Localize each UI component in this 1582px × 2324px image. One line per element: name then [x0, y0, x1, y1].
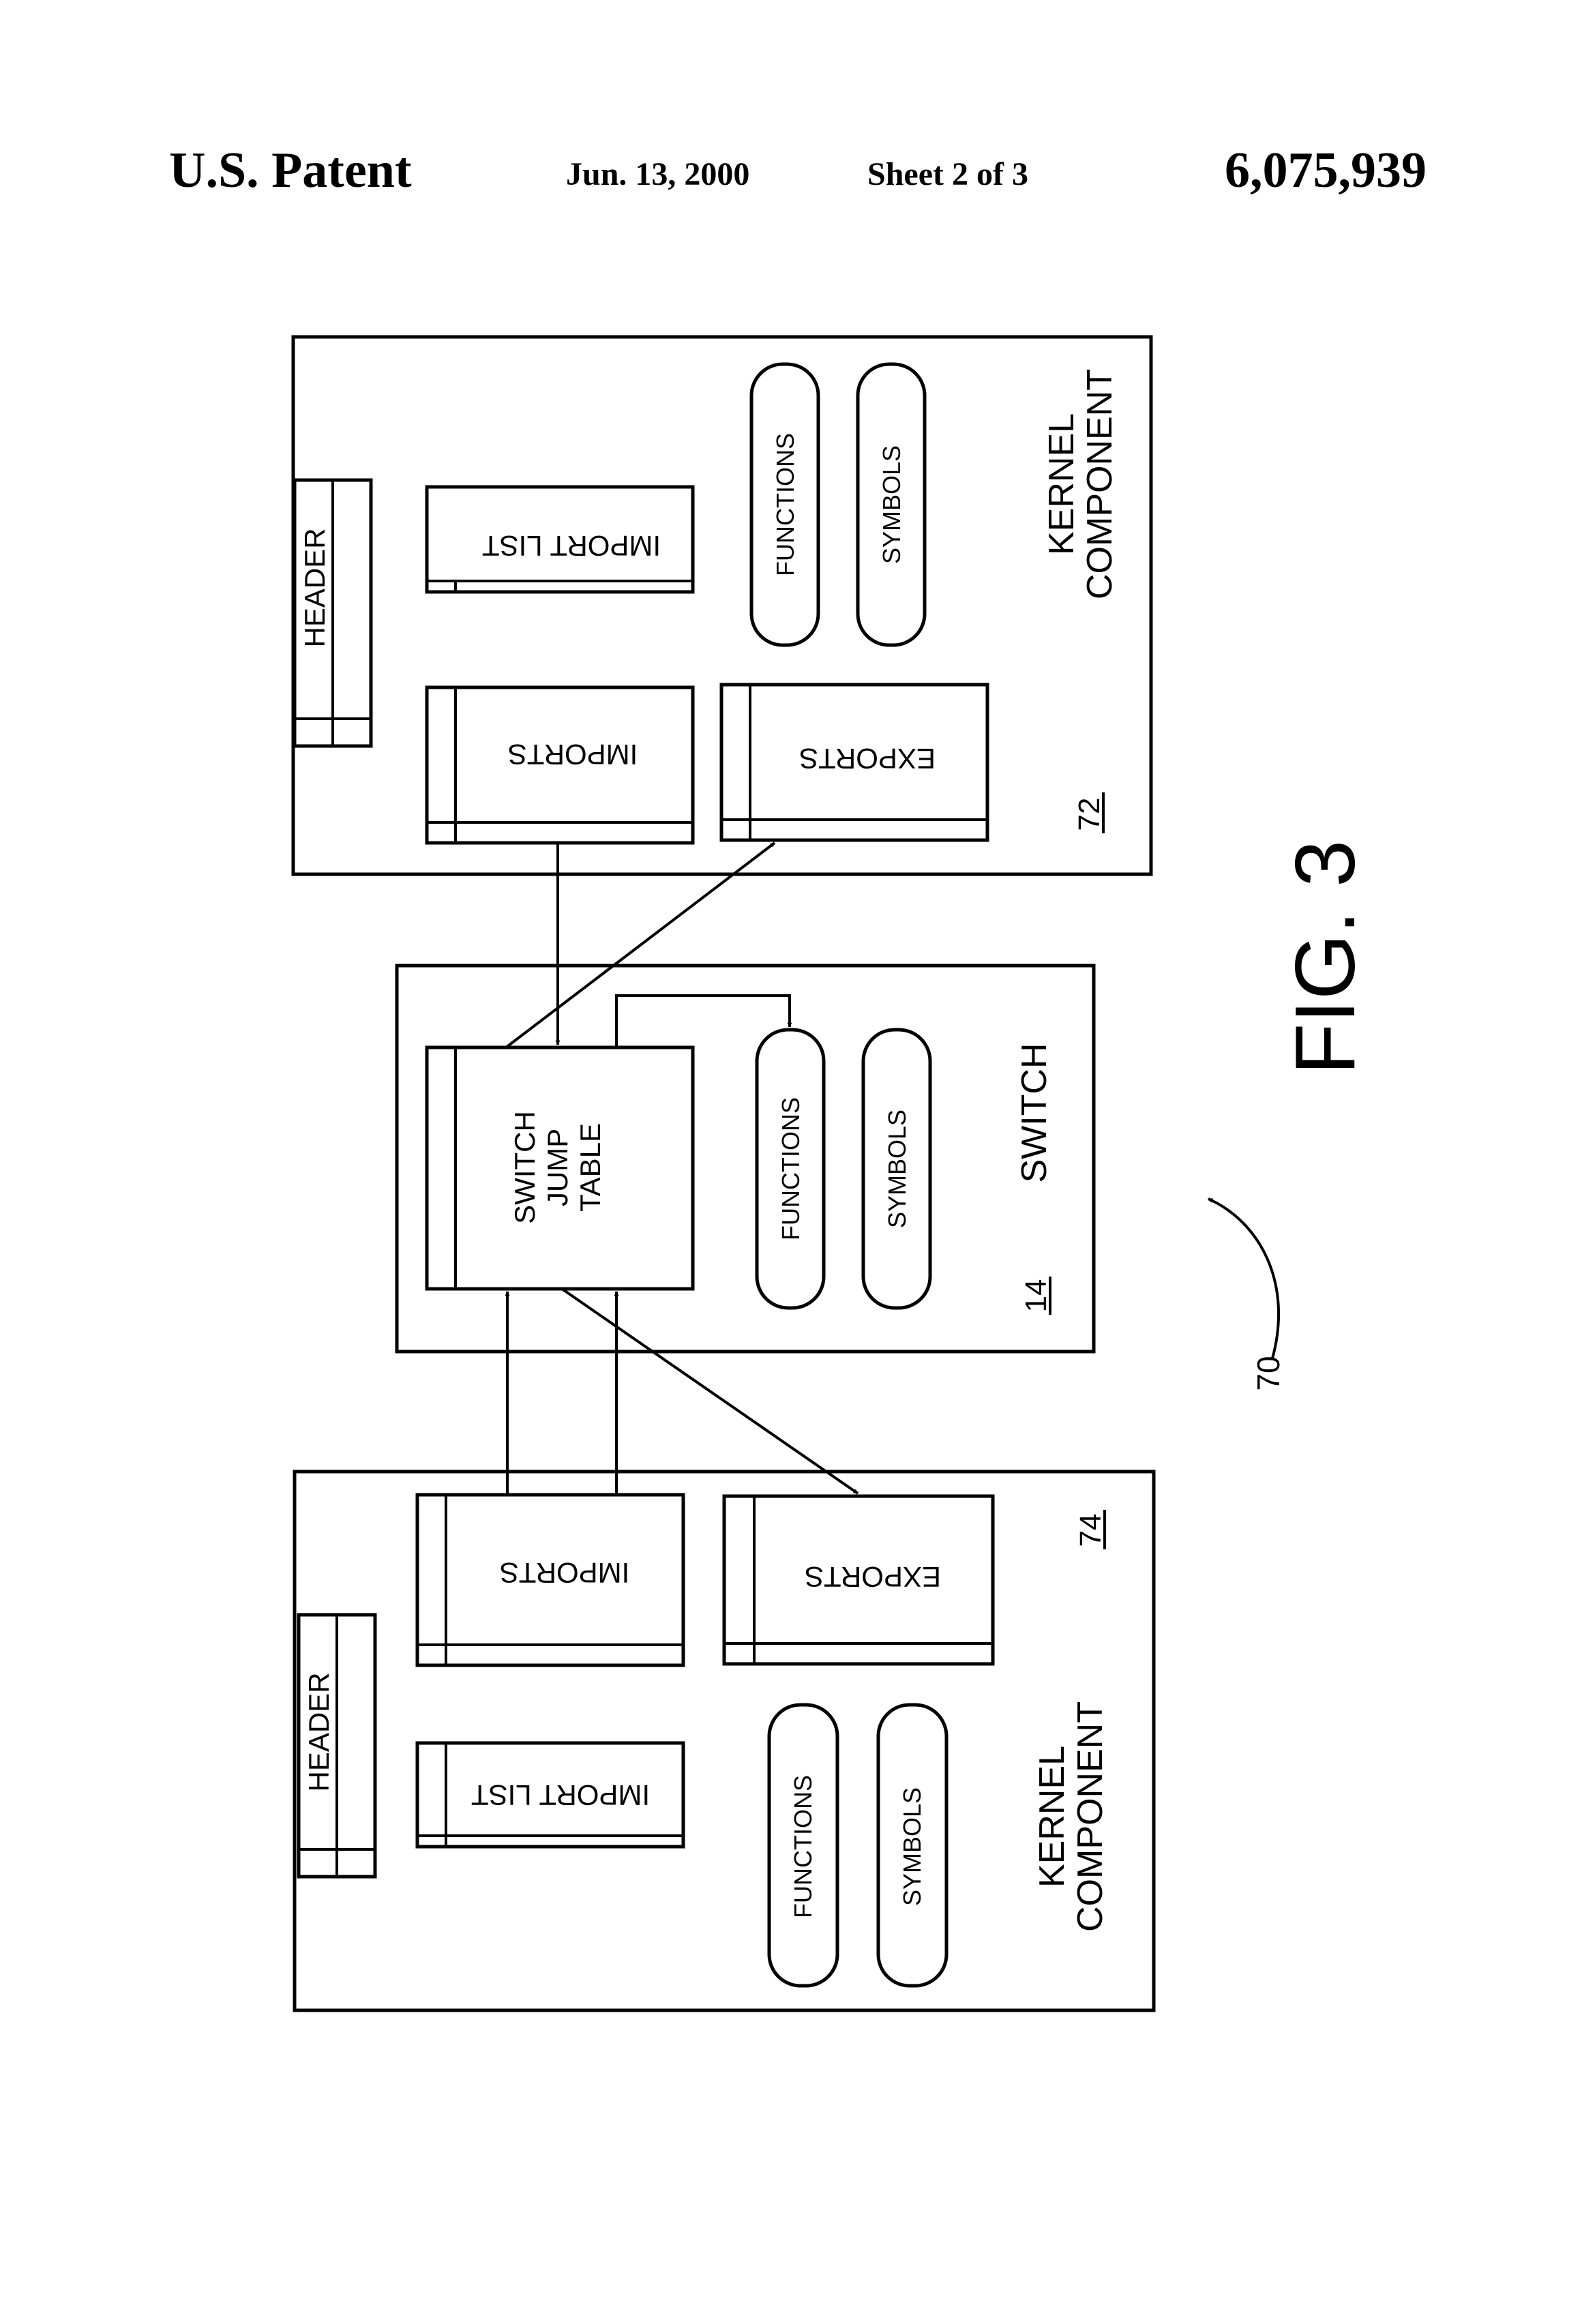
kernel-top-ref-number: 72 [1073, 798, 1106, 831]
figure-ref-number: 70 [1251, 1356, 1286, 1390]
kernel-component-bottom: IMPORTS EXPORTS HEADER IMPORT LIST FUNCT… [295, 1472, 1154, 2010]
kernel-bottom-label-line2: COMPONENT [1071, 1701, 1110, 1932]
kernel-bottom-header-block: HEADER [299, 1615, 375, 1877]
kernel-bottom-exports-block: EXPORTS [724, 1496, 993, 1664]
switch-jump-table-block: SWITCH JUMP TABLE [427, 1047, 693, 1289]
switch-functions-label: FUNCTIONS [777, 1097, 805, 1240]
figure-label: FIG. 3 [1279, 840, 1373, 1075]
kernel-top-header-label: HEADER [299, 528, 331, 647]
kernel-top-import-list-block: IMPORT LIST [427, 487, 693, 592]
kernel-bottom-header-label: HEADER [303, 1672, 335, 1791]
kernel-bottom-label-line1: KERNEL [1032, 1746, 1072, 1888]
kernel-top-functions-label: FUNCTIONS [771, 433, 799, 576]
kernel-bottom-functions-label: FUNCTIONS [789, 1775, 817, 1918]
kernel-component-top: HEADER IMPORT LIST IMPORTS EXPORTS FUNCT… [293, 337, 1151, 874]
kernel-top-header-block: HEADER [295, 480, 371, 746]
switch-ref-number: 14 [1019, 1279, 1053, 1313]
kernel-top-import-list-label: IMPORT LIST [482, 530, 661, 562]
kernel-top-label-line2: COMPONENT [1080, 369, 1120, 599]
kernel-top-label-line1: KERNEL [1042, 413, 1081, 555]
kernel-bottom-imports-label: IMPORTS [500, 1557, 630, 1589]
kernel-top-imports-block: IMPORTS [427, 687, 693, 843]
switch-label: SWITCH [1015, 1043, 1054, 1182]
kernel-bottom-symbols-label: SYMBOLS [898, 1787, 926, 1906]
kernel-bottom-ref-number: 74 [1074, 1514, 1107, 1547]
switch-jump-table-line3: TABLE [574, 1123, 606, 1212]
switch-box [397, 966, 1094, 1352]
reference-70-arrow [1208, 1199, 1279, 1358]
switch-jump-table-line1: SWITCH [509, 1111, 541, 1224]
kernel-bottom-import-list-block: IMPORT LIST [417, 1743, 683, 1847]
switch-jump-table-line2: JUMP [541, 1129, 573, 1206]
kernel-top-symbols-label: SYMBOLS [878, 445, 906, 564]
kernel-top-exports-block: EXPORTS [721, 685, 987, 840]
arrow-jump-table-to-bottom-exports [562, 1289, 858, 1493]
kernel-top-imports-label: IMPORTS [508, 739, 638, 771]
kernel-bottom-import-list-label: IMPORT LIST [471, 1779, 650, 1811]
switch-component: SWITCH JUMP TABLE FUNCTIONS SYMBOLS SWIT… [397, 966, 1094, 1352]
switch-symbols-label: SYMBOLS [883, 1109, 911, 1228]
kernel-bottom-exports-label: EXPORTS [805, 1561, 941, 1593]
kernel-bottom-imports-block: IMPORTS [417, 1495, 683, 1665]
kernel-top-exports-label: EXPORTS [799, 743, 936, 775]
